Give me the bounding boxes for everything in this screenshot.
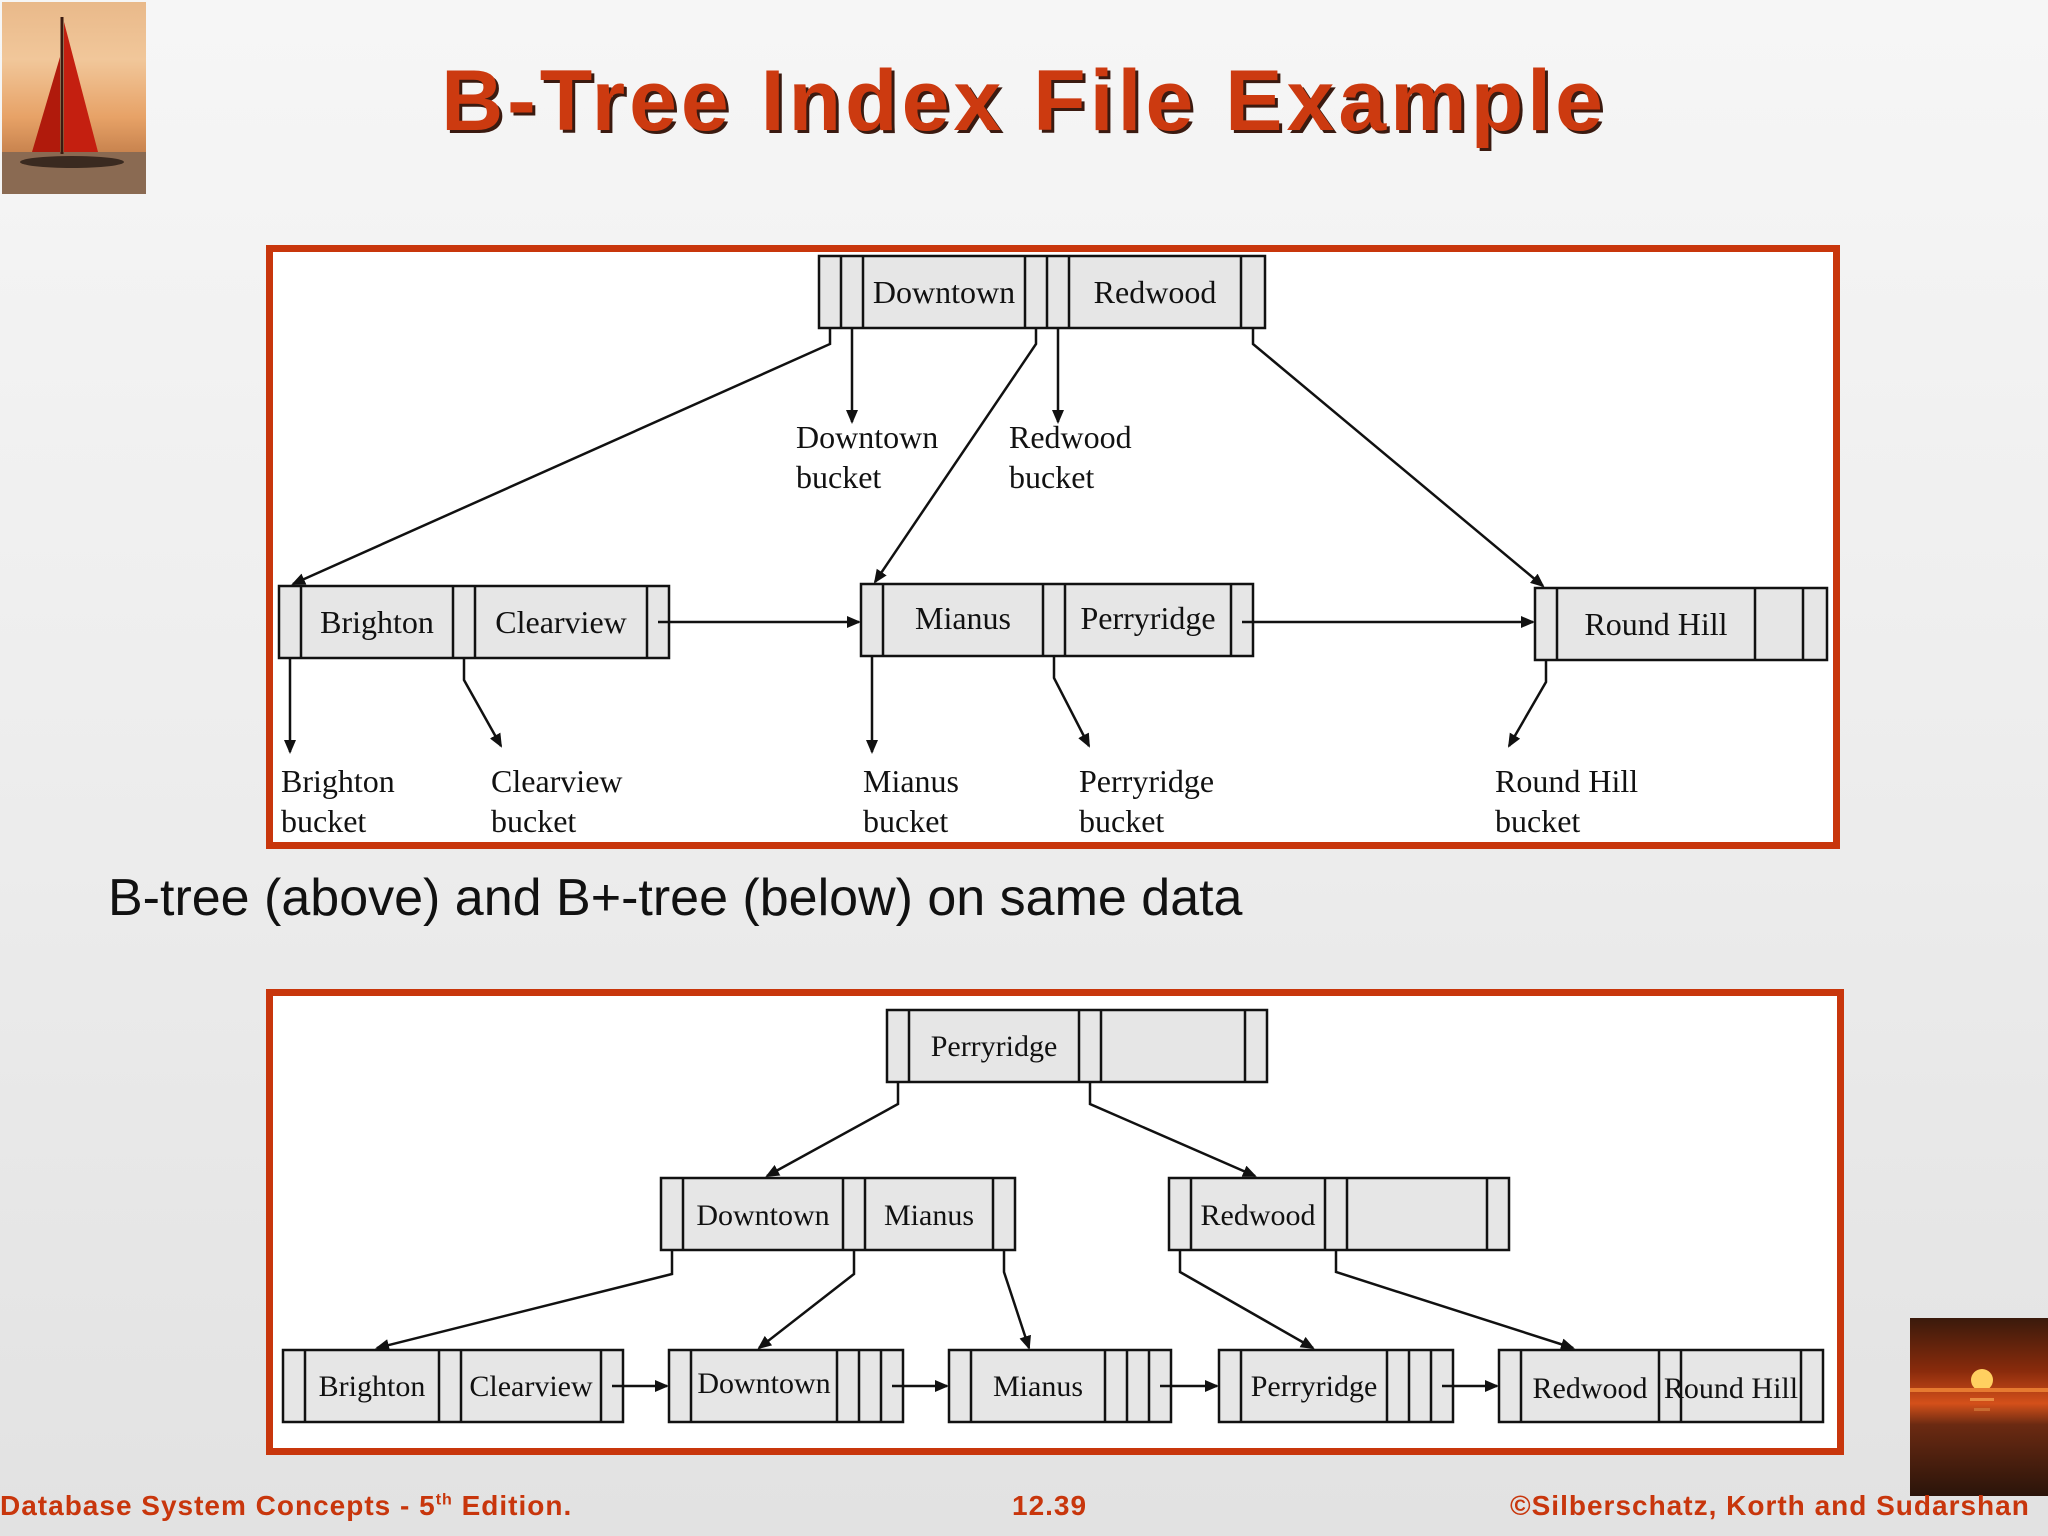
- bplus-leaf-1: [281, 1348, 625, 1424]
- btree-root-node: [817, 254, 1267, 330]
- bplus-edge-4: [757, 1250, 856, 1350]
- bplus-edge-6: [1178, 1250, 1315, 1350]
- footer-edition: Database System Concepts - 5: [0, 1490, 436, 1521]
- bplus-leaf4-key-1: Perryridge: [1251, 1370, 1378, 1403]
- bplus-leaf5-key-1: Redwood: [1533, 1372, 1648, 1405]
- page-title: B-Tree Index File Example: [441, 53, 1607, 149]
- footer-edition-suffix: Edition.: [452, 1490, 573, 1521]
- bplus-edge-7: [1334, 1250, 1575, 1351]
- btree-diagram: Downtown Redwood Brighton Clearview Mian…: [266, 245, 1840, 849]
- bplus-leaf2-key-1: Downtown: [697, 1367, 830, 1400]
- bplus-root-node: [885, 1008, 1269, 1084]
- bplus-root-key-1: Perryridge: [931, 1030, 1058, 1063]
- bplus-leaf3-key-1: Mianus: [993, 1370, 1083, 1403]
- footer-left: Database System Concepts - 5th Edition.: [0, 1490, 572, 1522]
- bplustree-diagram: Perryridge Downtown Mianus Redwood Brigh…: [266, 989, 1844, 1455]
- bplus-leaf-2: [667, 1348, 905, 1424]
- btree-edge-7: [462, 658, 503, 748]
- bplus-leaf-3: [947, 1348, 1173, 1424]
- bplus-leaf5-key-2: Round Hill: [1664, 1372, 1798, 1405]
- footer-page-number: 12.39: [1012, 1490, 1088, 1521]
- btree-edge-12: [1507, 660, 1548, 748]
- footer-edition-sup: th: [435, 1491, 453, 1509]
- bplus-int1-key-1: Downtown: [696, 1199, 829, 1232]
- bplus-edge-2: [1088, 1082, 1257, 1178]
- btree-leaf1-key-1: Brighton: [320, 604, 434, 640]
- caption: B-tree (above) and B+-tree (below) on sa…: [108, 869, 1243, 927]
- bplus-edge-3: [375, 1250, 674, 1351]
- sunset-logo: [1910, 1318, 2048, 1496]
- btree-root-key-1: Downtown: [873, 274, 1015, 310]
- bplus-leaf1-key-1: Brighton: [319, 1370, 426, 1403]
- btree-leaf1-key-2: Clearview: [495, 604, 627, 640]
- btree-leaf3-key-1: Round Hill: [1584, 606, 1727, 642]
- bplus-internal-1: [659, 1176, 1017, 1252]
- btree-root-key-2: Redwood: [1094, 274, 1217, 310]
- btree-edge-5: [1251, 328, 1545, 588]
- bplus-edge-1: [765, 1082, 900, 1178]
- footer-copyright: ©Silberschatz, Korth and Sudarshan: [1510, 1490, 2030, 1521]
- bplus-edge-5: [1002, 1250, 1031, 1350]
- btree-leaf2-key-2: Perryridge: [1080, 600, 1215, 636]
- bplus-leaf1-key-2: Clearview: [469, 1370, 593, 1403]
- sailboat-logo: [2, 2, 146, 194]
- bplus-int1-key-2: Mianus: [884, 1199, 974, 1232]
- btree-leaf2-key-1: Mianus: [915, 600, 1011, 636]
- btree-leaf-2: [859, 582, 1255, 658]
- btree-leaf-3: [1533, 586, 1829, 662]
- bplus-internal-2: [1167, 1176, 1511, 1252]
- bplus-int2-key-1: Redwood: [1201, 1199, 1316, 1232]
- bplus-leaf-4: [1217, 1348, 1455, 1424]
- btree-edge-3: [873, 328, 1038, 584]
- btree-edge-1: [291, 328, 832, 586]
- btree-edge-10: [1052, 656, 1091, 748]
- bplus-leaf-5: [1497, 1348, 1825, 1424]
